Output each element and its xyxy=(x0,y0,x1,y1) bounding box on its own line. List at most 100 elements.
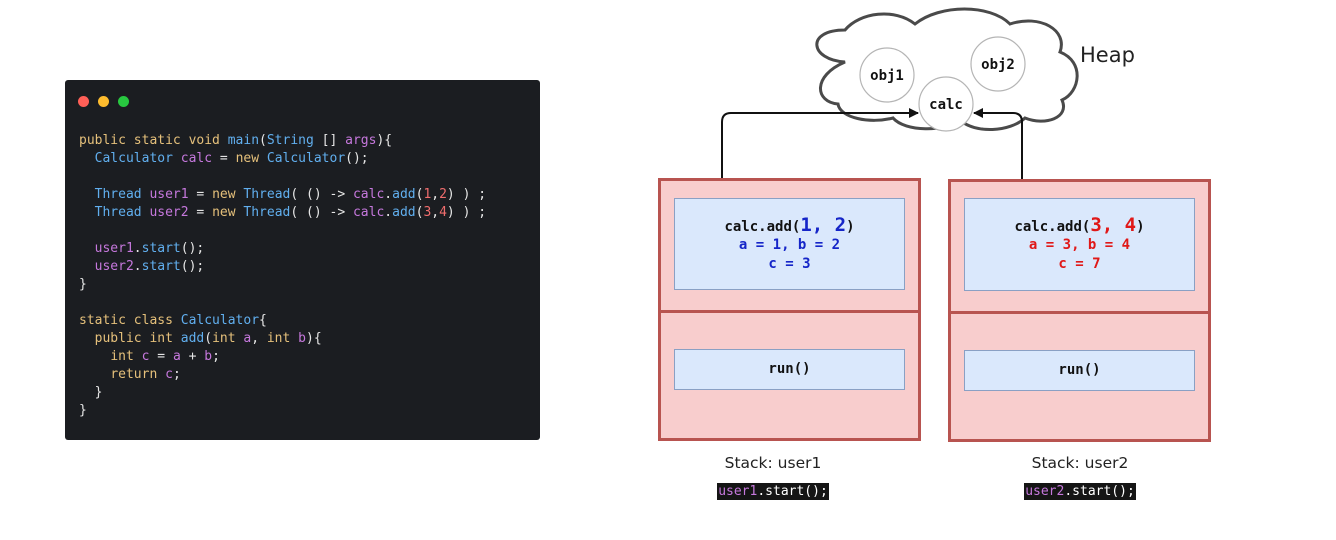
code-token: a xyxy=(243,331,252,346)
result-line: c = 7 xyxy=(1058,256,1101,272)
code-token: . xyxy=(384,205,393,220)
code-token: [] xyxy=(313,133,346,148)
code-token: public static void xyxy=(79,133,228,148)
code-token: } xyxy=(79,277,87,292)
code-token: a xyxy=(172,349,189,364)
code-token: int xyxy=(212,331,244,346)
code-token: ( xyxy=(415,187,424,202)
code-token: new xyxy=(235,151,267,166)
code-token: } xyxy=(79,385,103,400)
add-call-line: calc.add(1, 2) xyxy=(724,214,855,236)
code-token: b xyxy=(204,349,213,364)
code-token: new xyxy=(212,205,244,220)
stack-divider xyxy=(951,311,1208,314)
obj1-label: obj1 xyxy=(870,68,904,84)
code-token: Thread xyxy=(243,187,291,202)
window-controls xyxy=(78,96,129,107)
code-token: user1 xyxy=(94,241,134,256)
minimize-dot-icon[interactable] xyxy=(98,96,109,107)
code-editor-window: public static void main(String [] args){… xyxy=(65,80,540,440)
code-token: args xyxy=(345,133,377,148)
code-token: . xyxy=(384,187,393,202)
code-token: public int xyxy=(94,331,181,346)
code-line: public static void main(String [] args){ xyxy=(79,132,486,150)
code-token: = xyxy=(219,151,236,166)
code-token: add xyxy=(392,205,416,220)
code-line: int c = a + b; xyxy=(79,348,486,366)
code-token: main xyxy=(227,133,260,148)
code-token: user2 xyxy=(141,205,197,220)
user2-start-tag-wrap: user2.start(); xyxy=(965,480,1195,501)
code-line: Thread user1 = new Thread( () -> calc.ad… xyxy=(79,186,486,204)
code-token: add xyxy=(392,187,416,202)
add-frame-user1: calc.add(1, 2) a = 1, b = 2 c = 3 xyxy=(674,198,905,290)
code-line: user1.start(); xyxy=(79,240,486,258)
code-token: add xyxy=(180,331,205,346)
maximize-dot-icon[interactable] xyxy=(118,96,129,107)
code-token: } xyxy=(79,403,87,418)
code-token: Thread xyxy=(243,205,291,220)
code-token: . xyxy=(133,241,142,256)
code-token: user2 xyxy=(94,259,134,274)
close-dot-icon[interactable] xyxy=(78,96,89,107)
user1-start-tag-wrap: user1.start(); xyxy=(658,480,888,501)
code-token: (); xyxy=(345,151,369,166)
code-token: (); xyxy=(180,259,205,274)
code-token: ( xyxy=(259,133,267,148)
code-token: Calculator xyxy=(180,313,260,328)
code-token: 1 xyxy=(423,187,432,202)
code-token: = xyxy=(157,349,173,364)
code-token: static class xyxy=(79,313,181,328)
code-token: Thread xyxy=(94,205,142,220)
code-token: Calculator xyxy=(94,151,173,166)
code-token: ; xyxy=(212,349,220,364)
obj1-circle xyxy=(859,47,915,103)
code-token: ){ xyxy=(306,331,322,346)
stack-divider xyxy=(661,310,918,313)
code-block: public static void main(String [] args){… xyxy=(79,132,486,420)
code-token: ( () -> xyxy=(290,187,353,202)
user1-reference-arrow xyxy=(721,108,919,222)
code-token: ) ) ; xyxy=(446,205,487,220)
stack-user1-label: Stack: user1 xyxy=(724,454,822,472)
user1-start-tag: user1.start(); xyxy=(717,483,829,500)
code-token: Thread xyxy=(94,187,142,202)
code-token: + xyxy=(188,349,205,364)
code-token: , xyxy=(251,331,267,346)
params-line: a = 3, b = 4 xyxy=(1028,237,1131,253)
code-line: } xyxy=(79,384,486,402)
obj2-label: obj2 xyxy=(981,57,1015,73)
code-token: { xyxy=(259,313,267,328)
code-token: ( xyxy=(204,331,213,346)
code-token: start xyxy=(141,259,181,274)
code-token: int xyxy=(266,331,299,346)
code-token: new xyxy=(212,187,244,202)
code-token: 4 xyxy=(439,205,447,220)
code-token: ; xyxy=(172,367,181,382)
code-token: , xyxy=(431,187,440,202)
code-token: . xyxy=(133,259,142,274)
code-token: calc xyxy=(352,205,385,220)
code-token: ) ) ; xyxy=(446,187,487,202)
code-line: Thread user2 = new Thread( () -> calc.ad… xyxy=(79,204,486,222)
code-token: user1 xyxy=(141,187,197,202)
code-token: start xyxy=(141,241,181,256)
params-line: a = 1, b = 2 xyxy=(738,237,841,253)
run-frame-user1: run() xyxy=(674,349,905,390)
code-token: (); xyxy=(180,241,205,256)
user2-start-tag: user2.start(); xyxy=(1024,483,1136,500)
code-line: public int add(int a, int b){ xyxy=(79,330,486,348)
code-token: int xyxy=(110,349,142,364)
code-token: calc xyxy=(172,151,220,166)
code-token: calc xyxy=(352,187,385,202)
code-line: Calculator calc = new Calculator(); xyxy=(79,150,486,168)
add-frame-user2: calc.add(3, 4) a = 3, b = 4 c = 7 xyxy=(964,198,1195,291)
code-token: ( () -> xyxy=(290,205,353,220)
code-line: } xyxy=(79,276,486,294)
stack-user2-label: Stack: user2 xyxy=(1031,454,1129,472)
code-token: 3 xyxy=(423,205,432,220)
user2-reference-arrow xyxy=(973,108,1023,212)
code-token: = xyxy=(196,205,213,220)
code-line: return c; xyxy=(79,366,486,384)
